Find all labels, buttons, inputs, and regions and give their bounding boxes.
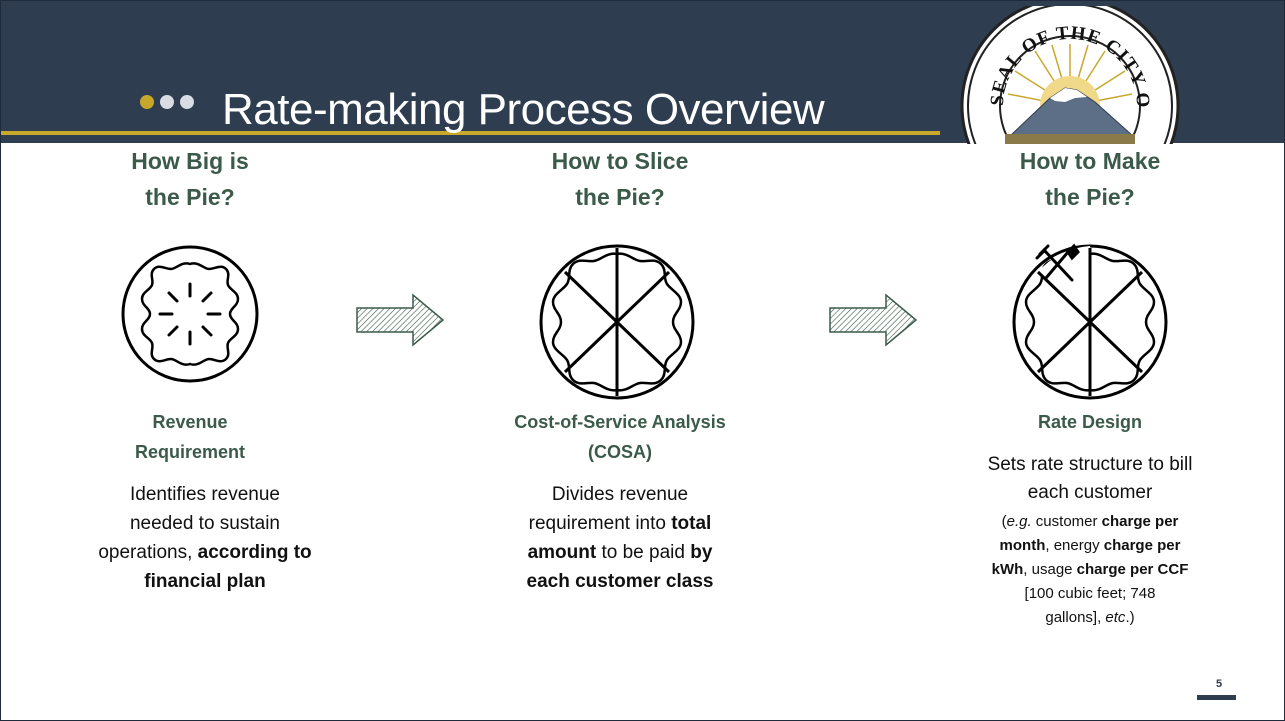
col3-description-main: Sets rate structure to bill each custome… (940, 451, 1240, 507)
col2-subtitle: Cost-of-Service Analysis (COSA) (470, 407, 770, 467)
col2-description: Divides revenue requirement into total a… (470, 480, 770, 596)
col1-desc-line: financial plan (55, 567, 355, 596)
col2-desc-line: each customer class (470, 567, 770, 596)
desc-text: to be paid (596, 542, 691, 563)
desc-text: .) (1125, 609, 1135, 626)
slide-title: Rate-making Process Overview (222, 85, 825, 134)
desc-text: operations, (98, 542, 198, 563)
desc-bold-text: month (999, 537, 1046, 554)
col2-subtitle-line2: (COSA) (588, 442, 652, 462)
col2-heading-line2: the Pie? (575, 184, 665, 210)
col1-heading-line2: the Pie? (145, 184, 235, 210)
desc-bold-text: by (690, 542, 713, 563)
col1-heading: How Big is the Pie? (110, 143, 270, 215)
col2-heading: How to Slice the Pie? (520, 143, 720, 215)
dot-light-1 (160, 95, 174, 109)
dot-light-2 (180, 95, 194, 109)
col1-subtitle-line2: Requirement (134, 442, 246, 462)
desc-text: customer (1031, 513, 1102, 530)
right-arrow-icon (355, 292, 447, 353)
desc-bold-text: charge per (1101, 513, 1179, 530)
col3-desc-line: gallons], etc.) (940, 606, 1240, 630)
col3-heading: How to Make the Pie? (990, 143, 1190, 215)
desc-bold-text: charge per (1103, 537, 1181, 554)
desc-bold-text: according to (197, 542, 312, 563)
desc-bold-text: financial plan (144, 571, 266, 592)
pie-with-utensils-icon (1010, 242, 1170, 407)
col2-desc-line: Divides revenue (551, 484, 689, 505)
col2-desc-line: amount to be paid by (470, 538, 770, 567)
desc-italic-text: etc (1105, 609, 1126, 626)
desc-bold-text: amount (527, 542, 597, 563)
col3-heading-line2: the Pie? (1045, 184, 1135, 210)
col1-desc-line: Identifies revenue (130, 484, 280, 505)
city-of-tacoma-seal: SEAL OF THE CITY OF TACOMA (955, 6, 1185, 144)
col3-desc-line: [100 cubic feet; 748 (1024, 585, 1156, 602)
col1-subtitle: Revenue Requirement (80, 407, 300, 467)
title-underline (0, 131, 940, 135)
page-number-bar (1197, 695, 1236, 700)
col2-subtitle-line1: Cost-of-Service Analysis (514, 412, 726, 432)
col3-description-detail: (e.g. customer charge per month, energy … (940, 510, 1240, 630)
col1-desc-line: operations, according to (55, 538, 355, 567)
col1-heading-line1: How Big is (131, 148, 249, 174)
desc-bold-text: kWh (991, 561, 1024, 578)
col3-desc-line: month, energy charge per (940, 534, 1240, 558)
desc-bold-text: each customer class (526, 571, 714, 592)
col1-subtitle-line1: Revenue (152, 412, 228, 432)
col1-desc-line: needed to sustain (129, 513, 280, 534)
desc-bold-text: charge per CCF (1076, 561, 1189, 578)
col3-desc-line: Sets rate structure to bill (987, 454, 1193, 475)
col2-heading-line1: How to Slice (551, 148, 689, 174)
dot-gold (140, 95, 154, 109)
whole-pie-icon (120, 244, 260, 389)
col3-subtitle: Rate Design (1037, 412, 1143, 432)
col3-heading-line1: How to Make (1019, 148, 1161, 174)
desc-text: , energy (1045, 537, 1104, 554)
desc-text: gallons], (1045, 609, 1106, 626)
desc-text: requirement into (528, 513, 672, 534)
col3-desc-line: kWh, usage charge per CCF (940, 558, 1240, 582)
desc-text: , usage (1023, 561, 1077, 578)
col3-desc-line: (e.g. customer charge per (940, 510, 1240, 534)
page-number: 5 (1215, 678, 1223, 690)
right-arrow-icon (828, 292, 920, 353)
col1-description: Identifies revenue needed to sustain ope… (55, 480, 355, 596)
col2-desc-line: requirement into total (470, 509, 770, 538)
sliced-pie-icon (537, 242, 697, 407)
desc-italic-text: e.g. (1006, 513, 1032, 530)
col3-desc-line: each customer (1027, 482, 1153, 503)
desc-text: ( (1001, 513, 1007, 530)
desc-bold-text: total (671, 513, 712, 534)
